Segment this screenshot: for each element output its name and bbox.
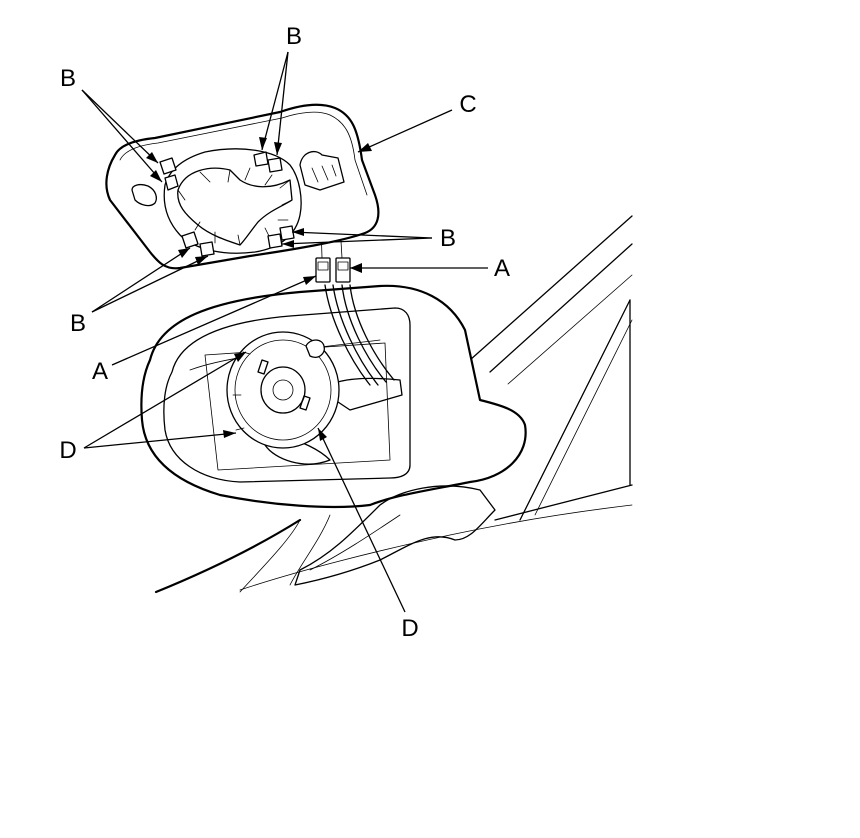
callout-labels: B B C B A B A D D xyxy=(59,23,510,642)
mirror-housing xyxy=(140,284,527,586)
harness-wires xyxy=(319,189,395,386)
callout-d-bottom: D xyxy=(401,615,418,642)
callout-d-left: D xyxy=(59,437,76,464)
callout-b-right: B xyxy=(440,225,456,252)
mirror-actuator xyxy=(226,331,403,465)
callout-b-top-left: B xyxy=(60,65,76,92)
callout-b-top: B xyxy=(286,23,302,50)
callout-leaders xyxy=(81,51,488,613)
callout-a-right: A xyxy=(494,255,510,282)
mirror-glass xyxy=(105,103,380,270)
callout-b-bottom-left: B xyxy=(70,310,86,337)
car-body xyxy=(154,215,633,594)
connectors xyxy=(315,257,351,283)
callout-a-left: A xyxy=(92,358,108,385)
callout-c: C xyxy=(459,91,476,118)
